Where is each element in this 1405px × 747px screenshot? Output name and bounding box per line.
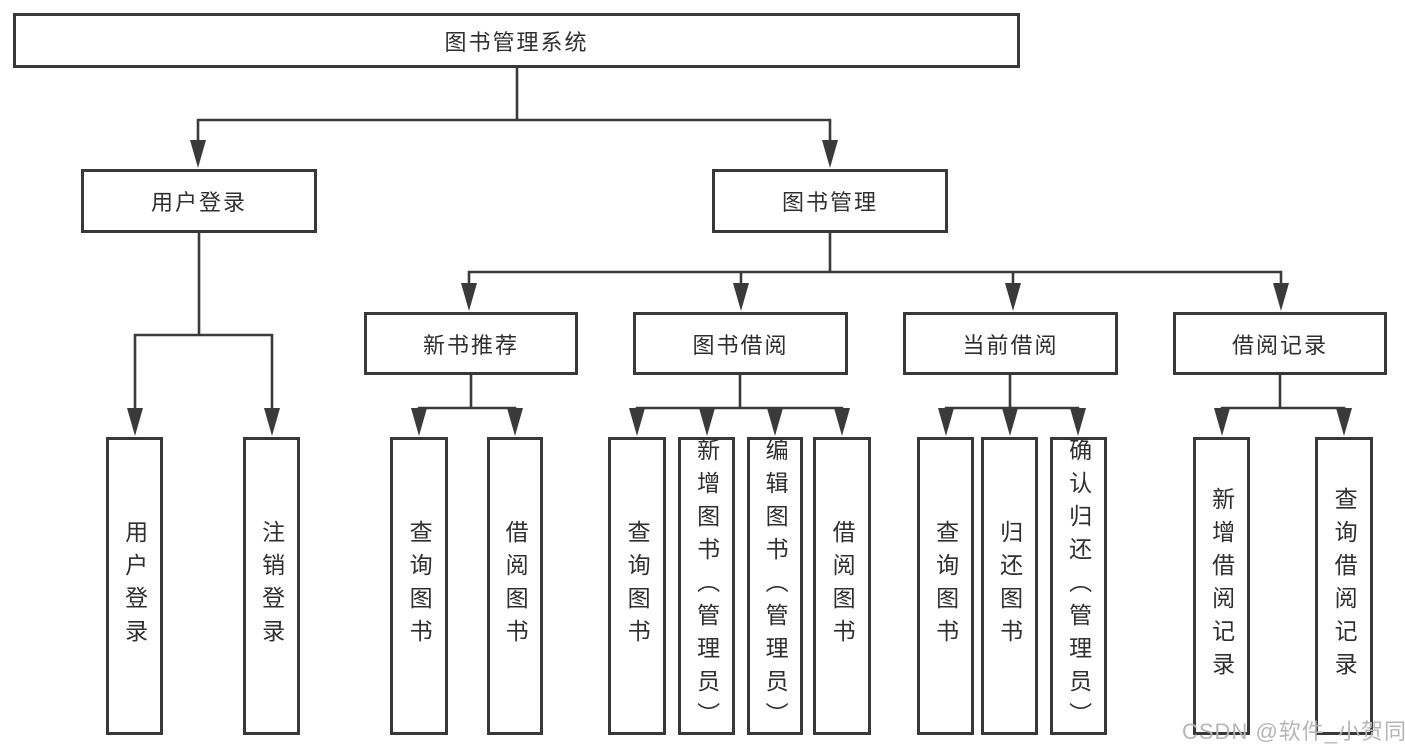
node-label: 新书推荐 bbox=[422, 332, 519, 358]
arrowhead bbox=[1336, 408, 1352, 436]
arrowhead bbox=[699, 408, 715, 436]
node-label: 查询图书 bbox=[406, 520, 433, 652]
node-add-borrow-record: 新增借阅记录 bbox=[1193, 437, 1250, 735]
node-borrow-books-newbook: 借阅图书 bbox=[487, 437, 543, 735]
node-current-borrow: 当前借阅 bbox=[903, 312, 1118, 375]
arrowhead bbox=[127, 408, 143, 436]
node-label: 注销登录 bbox=[258, 520, 285, 652]
node-edit-books-admin: 编辑图书（管理员） bbox=[747, 437, 803, 735]
node-label: 查询借阅记录 bbox=[1331, 487, 1358, 685]
node-label: 编辑图书（管理员） bbox=[762, 437, 789, 735]
arrowhead bbox=[1214, 408, 1230, 436]
node-label: 确认归还（管理员） bbox=[1065, 437, 1092, 735]
arrowhead bbox=[507, 408, 523, 436]
arrowhead bbox=[1070, 408, 1086, 436]
node-label: 归还图书 bbox=[996, 520, 1023, 652]
node-library-system: 图书管理系统 bbox=[13, 13, 1020, 68]
arrowhead bbox=[1273, 283, 1289, 311]
node-confirm-return-admin: 确认归还（管理员） bbox=[1050, 437, 1107, 735]
arrowhead bbox=[411, 408, 427, 436]
node-book-borrow: 图书借阅 bbox=[633, 312, 848, 375]
node-label: 查询图书 bbox=[932, 520, 959, 652]
node-book-management: 图书管理 bbox=[712, 169, 948, 233]
node-label: 图书管理 bbox=[781, 190, 878, 215]
arrowhead bbox=[190, 140, 206, 168]
node-label: 用户登录 bbox=[150, 190, 247, 215]
node-query-books-current: 查询图书 bbox=[917, 437, 974, 735]
node-return-books: 归还图书 bbox=[981, 437, 1038, 735]
node-logout-leaf: 注销登录 bbox=[243, 437, 300, 735]
node-add-books-admin: 新增图书（管理员） bbox=[678, 437, 735, 735]
csdn-watermark: CSDN @软件_小贺同学 bbox=[1182, 719, 1405, 744]
node-user-login-leaf: 用户登录 bbox=[106, 437, 163, 735]
arrowhead bbox=[767, 408, 783, 436]
node-label: 当前借阅 bbox=[962, 332, 1059, 358]
node-query-books-borrow: 查询图书 bbox=[608, 437, 666, 735]
arrowhead bbox=[461, 283, 477, 311]
node-label: 新增借阅记录 bbox=[1208, 487, 1235, 685]
node-query-books-newbook: 查询图书 bbox=[390, 437, 448, 735]
node-query-borrow-record: 查询借阅记录 bbox=[1315, 437, 1373, 735]
arrowhead bbox=[834, 408, 850, 436]
arrowhead bbox=[629, 408, 645, 436]
node-label: 用户登录 bbox=[121, 520, 148, 652]
arrowhead bbox=[264, 408, 280, 436]
node-user-login: 用户登录 bbox=[81, 169, 317, 233]
node-label: 图书借阅 bbox=[692, 332, 789, 358]
arrowhead bbox=[733, 283, 749, 311]
node-borrow-records: 借阅记录 bbox=[1173, 312, 1387, 375]
arrowhead bbox=[1005, 283, 1021, 311]
arrowhead bbox=[822, 140, 838, 168]
node-borrow-books-leaf: 借阅图书 bbox=[813, 437, 871, 735]
node-label: 图书管理系统 bbox=[444, 29, 589, 55]
node-label: 借阅图书 bbox=[502, 520, 529, 652]
node-new-book-recommend: 新书推荐 bbox=[364, 312, 578, 375]
arrowhead bbox=[1002, 408, 1018, 436]
node-label: 借阅记录 bbox=[1231, 332, 1328, 358]
node-label: 新增图书（管理员） bbox=[693, 437, 720, 735]
arrowhead bbox=[938, 408, 954, 436]
node-label: 借阅图书 bbox=[829, 520, 856, 652]
node-label: 查询图书 bbox=[624, 520, 651, 652]
